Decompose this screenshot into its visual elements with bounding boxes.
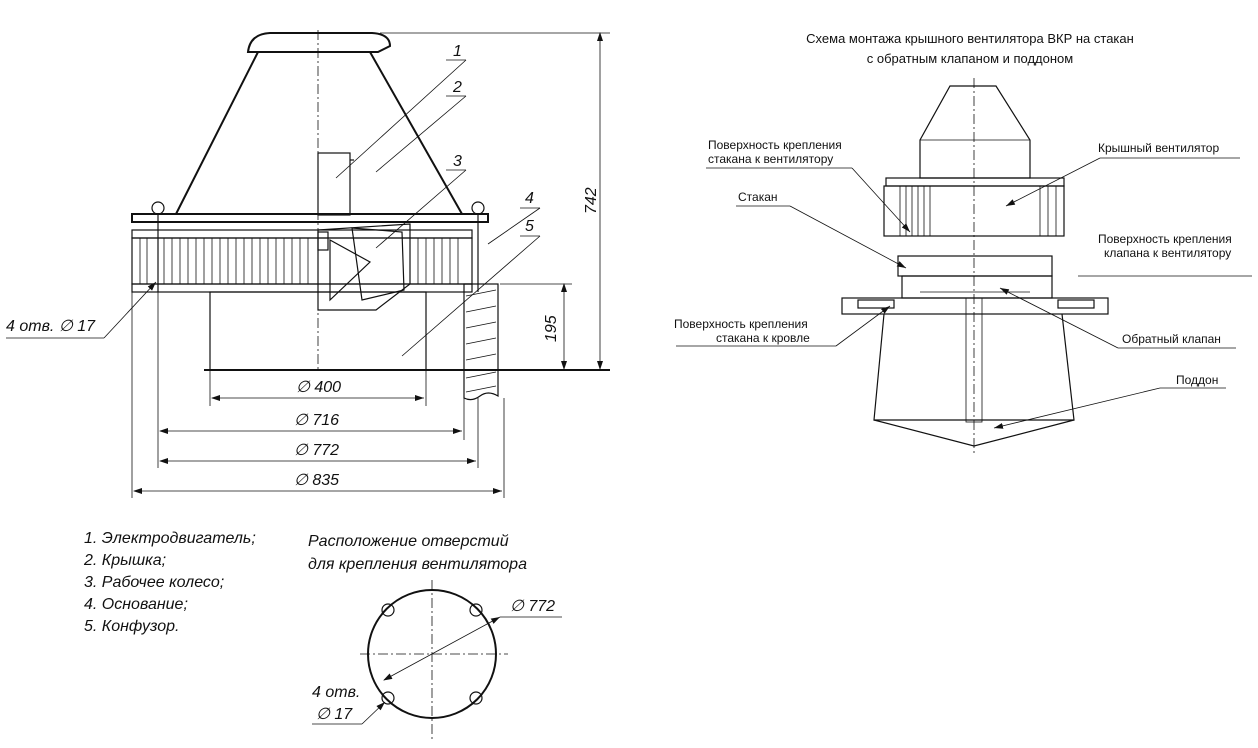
hole-4 [469, 691, 483, 705]
fan-side-view: 1 2 3 4 5 4 отв. ∅ 17 742 195 ∅ 400 ∅ 71… [6, 30, 610, 498]
label-mount-fan-2: стакана к вентилятору [708, 152, 833, 166]
dim-772: ∅ 772 [294, 442, 339, 459]
tray [873, 419, 1075, 447]
callout-3: 3 [453, 153, 462, 170]
dim-716: ∅ 716 [294, 412, 339, 429]
legend-item: 4. Основание; [84, 596, 188, 613]
hole-2 [469, 603, 483, 617]
roof-fan-top [919, 85, 1031, 179]
label-roof-surface-2: стакана к кровле [716, 331, 810, 345]
holes-title-line1: Расположение отверстий [308, 533, 509, 550]
legend: 1. Электродвигатель; 2. Крышка; 3. Рабоч… [84, 528, 256, 638]
callout-5: 5 [525, 218, 534, 235]
flange-plate [131, 213, 489, 223]
check-valve [901, 275, 1053, 299]
schema-title: Схема монтажа крышного вентилятора ВКР н… [760, 29, 1180, 69]
holes-title: Расположение отверстий для крепления вен… [308, 530, 527, 576]
dim-400: ∅ 400 [296, 379, 341, 396]
dim-742: 742 [583, 187, 600, 214]
legend-item: 3. Рабочее колесо; [84, 574, 225, 591]
legend-item: 1. Электродвигатель; [84, 530, 256, 547]
holes-dia: ∅ 17 [316, 706, 353, 723]
label-mount-fan-1: Поверхность крепления [708, 138, 842, 152]
callout-4: 4 [525, 190, 534, 207]
label-check-valve: Обратный клапан [1122, 332, 1221, 346]
impeller [317, 223, 411, 311]
base-grille [131, 237, 473, 285]
holes-callout: 4 отв. ∅ 17 [6, 318, 96, 335]
holes-count: 4 отв. [312, 684, 360, 701]
legend-item: 5. Конфузор. [84, 618, 180, 635]
bolt-left [151, 201, 165, 215]
label-valve-surface-2: клапана к вентилятору [1104, 246, 1231, 260]
dim-195: 195 [543, 315, 560, 342]
dim-835: ∅ 835 [294, 472, 339, 489]
fan-cap [246, 32, 392, 53]
label-roof-surface-1: Поверхность крепления [674, 317, 808, 331]
glass-body [873, 313, 1075, 421]
schema-title-line1: Схема монтажа крышного вентилятора ВКР н… [806, 31, 1134, 46]
schema-title-line2: с обратным клапаном и поддоном [866, 51, 1074, 66]
callout-1: 1 [453, 43, 462, 60]
callout-2: 2 [452, 79, 462, 96]
hole-1 [381, 603, 395, 617]
bolt-right [471, 201, 485, 215]
roof-fan-body [883, 185, 1065, 237]
hole-3 [381, 691, 395, 705]
mounting-schema: Поверхность крепления стакана к вентилят… [674, 78, 1252, 456]
holes-title-line2: для крепления вентилятора [308, 556, 527, 573]
label-tray: Поддон [1176, 373, 1218, 387]
holes-layout: ∅ 772 4 отв. ∅ 17 [312, 580, 562, 740]
fan-cover [175, 51, 463, 215]
glass-top [897, 255, 1053, 277]
base-support [463, 283, 499, 371]
motor [317, 152, 351, 216]
holes-dim-772: ∅ 772 [510, 598, 555, 615]
legend-item: 2. Крышка; [84, 552, 167, 569]
label-roof-fan: Крышный вентилятор [1098, 141, 1219, 155]
label-valve-surface-1: Поверхность крепления [1098, 232, 1232, 246]
label-glass: Стакан [738, 190, 778, 204]
